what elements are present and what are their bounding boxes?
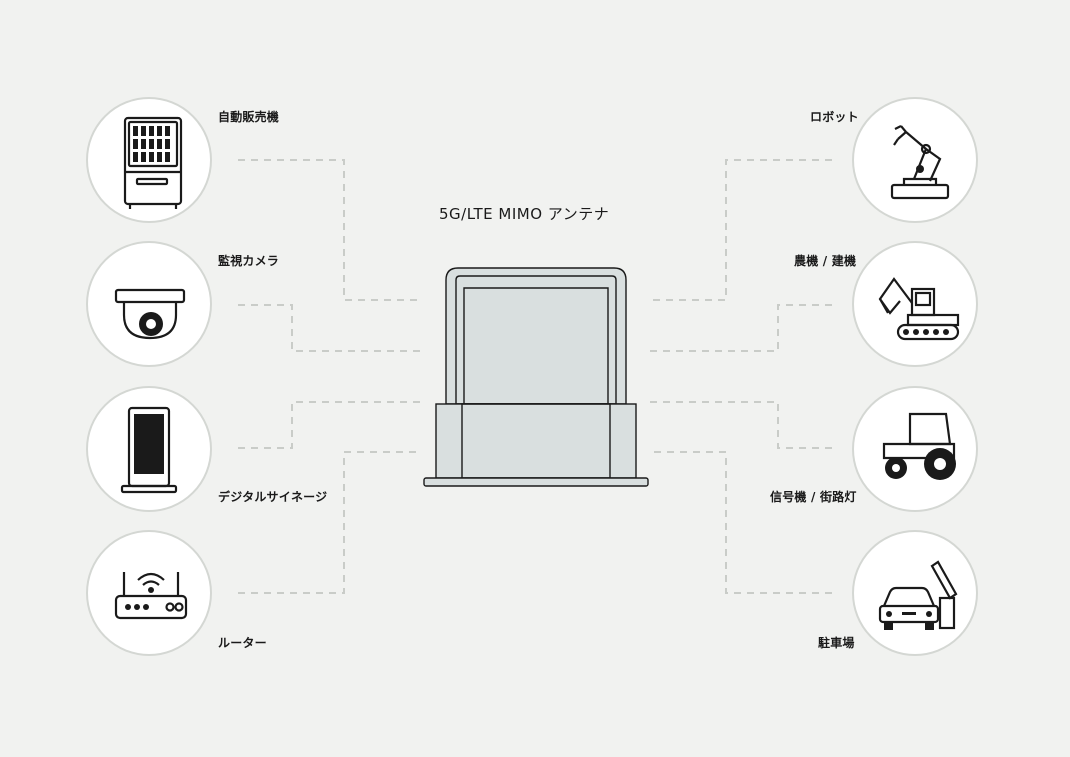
label-router: ルーター [218,636,267,650]
connector-tractor [650,401,832,449]
label-digital-signage: デジタルサイネージ [218,490,328,504]
bottle-grid [133,126,170,162]
label-signal-streetlight: 信号機 / 街路灯 [770,490,857,504]
connector-signage [238,401,420,449]
connector-router [238,451,420,594]
antenna-title: 5G/LTE MIMO アンテナ [439,205,610,223]
vending-machine-icon [123,116,183,209]
robot-arm-icon [890,125,950,200]
tractor-icon [882,412,956,480]
connector-camera [238,304,420,352]
router-icon [114,572,188,620]
label-parking: 駐車場 [818,636,855,650]
router-circle [86,530,212,656]
parking-gate-circle [852,530,978,656]
connector-vending [238,159,420,301]
security-camera-circle [86,241,212,367]
security-camera-icon [114,288,186,340]
digital-signage-icon [120,406,178,494]
connector-parking [650,451,832,594]
excavator-icon [878,277,960,341]
parking-gate-icon [878,560,958,630]
label-vending-machine: 自動販売機 [218,110,280,124]
connector-robot [650,159,832,301]
vending-machine-circle [86,97,212,223]
robot-arm-circle [852,97,978,223]
antenna-icon [423,267,649,487]
excavator-circle [852,241,978,367]
digital-signage-circle [86,386,212,512]
label-excavator: 農機 / 建機 [794,254,857,268]
connector-excavator [650,304,832,352]
label-security-camera: 監視カメラ [218,254,280,268]
label-robot: ロボット [810,110,859,124]
tractor-circle [852,386,978,512]
